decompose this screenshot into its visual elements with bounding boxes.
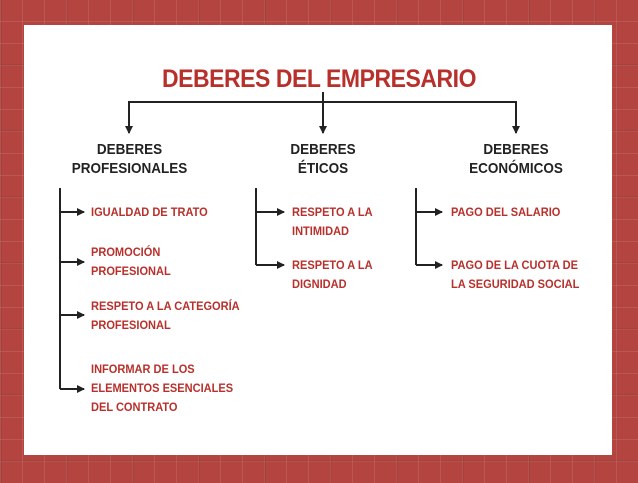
category-line1: DEBERES [483, 141, 549, 158]
item-informar-elementos: INFORMAR DE LOS ELEMENTOS ESENCIALES DEL… [91, 360, 233, 417]
category-line2: ECONÓMICOS [469, 160, 563, 177]
item-line: PROFESIONAL [91, 318, 171, 332]
item-line: DIGNIDAD [292, 277, 347, 291]
item-pago-salario: PAGO DEL SALARIO [451, 203, 560, 222]
category-eticos: DEBERES ÉTICOS [274, 140, 373, 178]
item-respeto-categoria: RESPETO A LA CATEGORÍA PROFESIONAL [91, 297, 240, 335]
item-line: LA SEGURIDAD SOCIAL [451, 277, 580, 291]
category-line2: ÉTICOS [297, 160, 349, 177]
category-line2: PROFESIONALES [71, 160, 188, 177]
item-line: INFORMAR DE LOS [91, 362, 195, 376]
item-line: RESPETO A LA [292, 258, 373, 272]
diagram-title: DEBERES DEL EMPRESARIO [161, 65, 477, 93]
item-line: PAGO DEL SALARIO [451, 205, 561, 219]
category-line1: DEBERES [290, 141, 356, 158]
item-promocion-profesional: PROMOCIÓN PROFESIONAL [91, 243, 171, 281]
item-line: ELEMENTOS ESENCIALES [91, 381, 234, 395]
item-igualdad-de-trato: IGUALDAD DE TRATO [91, 203, 208, 222]
item-line: IGUALDAD DE TRATO [91, 205, 208, 219]
item-line: PROFESIONAL [91, 264, 171, 278]
item-respeto-dignidad: RESPETO A LA DIGNIDAD [292, 256, 373, 294]
item-pago-cuota: PAGO DE LA CUOTA DE LA SEGURIDAD SOCIAL [451, 256, 579, 294]
item-line: RESPETO A LA [292, 205, 373, 219]
category-profesionales: DEBERES PROFESIONALES [69, 140, 191, 178]
item-respeto-intimidad: RESPETO A LA INTIMIDAD [292, 203, 373, 241]
category-economicos: DEBERES ECONÓMICOS [458, 140, 575, 178]
item-line: INTIMIDAD [292, 224, 350, 238]
item-line: RESPETO A LA CATEGORÍA [91, 299, 240, 313]
item-line: PROMOCIÓN [91, 245, 161, 259]
item-line: DEL CONTRATO [91, 400, 178, 414]
category-line1: DEBERES [96, 141, 163, 158]
item-line: PAGO DE LA CUOTA DE [451, 258, 578, 272]
diagram-panel [24, 25, 612, 455]
